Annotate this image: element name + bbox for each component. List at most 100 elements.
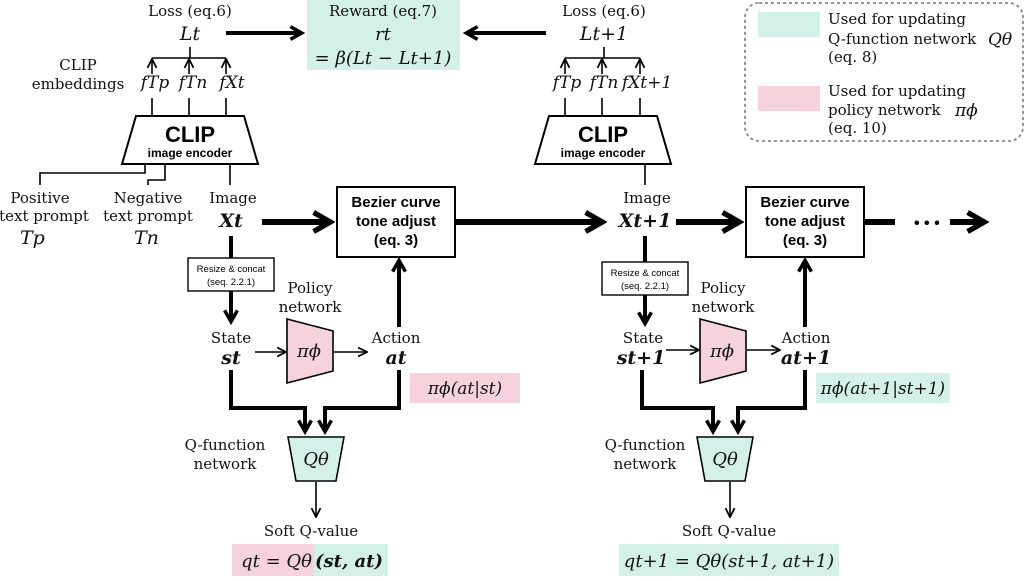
right-resize-line2: (seq. 2.2.1) [621,281,669,292]
right-ellipsis: • • • [914,215,940,232]
right-resize-box: Resize & concat (seq. 2.2.1) [601,261,689,296]
right-image-label: Image [623,189,671,207]
left-resize-box: Resize & concat (seq. 2.2.1) [187,257,275,292]
right-clip-subtitle: image encoder [561,146,646,160]
left-state-label: State [211,329,251,347]
right-loss-label: Loss (eq.6) [562,2,646,20]
right-f-x: fXt+1 [620,73,672,93]
legend-p-symbol: πϕ [954,101,978,121]
right-image-symbol: Xt+1 [618,210,672,232]
left-bezier-line3: (eq. 3) [374,232,418,249]
reward-block: Reward (eq.7) rt = β(Lt − Lt+1) [315,2,452,69]
legend: Used for updating Q-function network Qθ … [744,2,1024,142]
left-softq-pink-highlight [232,544,314,576]
left-action-to-q-arrow [325,370,401,430]
right-state-to-q-arrow [640,370,713,430]
right-clip-title: CLIP [578,122,628,147]
right-q-network: Qθ [696,436,754,482]
left-neg-prompt-line [147,164,166,185]
legend-q-line1: Used for updating [828,10,966,28]
right-policy-symbol: πϕ [709,341,734,362]
left-image-label: Image [209,189,257,207]
left-policy-network: πϕ [286,317,334,385]
left-clip-subtitle: image encoder [148,146,233,160]
legend-p-swatch [758,86,820,111]
right-bezier-box: Bezier curve tone adjust (eq. 3) [745,186,865,258]
right-loss-symbol: Lt+1 [579,23,628,45]
right-action-symbol: at+1 [781,347,831,369]
left-image-symbol: Xt [218,210,243,232]
left-softq-eq-b: (st, at) [315,551,383,572]
legend-p-line1: Used for updating [828,82,966,100]
right-policy-output: πϕ(at+1|st+1) [820,379,945,399]
right-policy-output-highlight [816,373,950,403]
left-softq-eq-a: qt = Qθ [241,551,312,572]
left-pos-prompt-line1: Positive [10,189,69,207]
left-bezier-line1: Bezier curve [351,194,440,211]
left-state-symbol: st [220,347,241,369]
left-q-symbol: Qθ [303,449,329,470]
left-f-tp: fTp [139,73,170,93]
legend-p-line2: policy network [828,101,941,119]
right-softq-label: Soft Q-value [682,522,776,540]
left-f-tn: fTn [177,73,208,93]
right-loss: Loss (eq.6) Lt+1 [562,2,646,45]
left-neg-prompt-symbol: Tn [134,227,159,249]
left-pos-prompt-line2: text prompt [0,207,89,225]
left-policy-line2: network [279,298,343,316]
left-policy-output-highlight [410,373,520,403]
left-bezier-box: Bezier curve tone adjust (eq. 3) [336,186,456,258]
right-bezier-line2: tone adjust [765,213,845,230]
right-q-symbol: Qθ [712,449,738,470]
right-policy-network: πϕ [699,317,747,385]
right-qfunc-line1: Q-function [605,436,686,454]
left-policy-output: πϕ(at|st) [427,379,502,399]
legend-q-swatch [758,12,820,37]
right-qfunc-line2: network [614,455,678,473]
left-loss-symbol: Lt [179,23,201,45]
right-action-label: Action [781,329,831,347]
left-policy-line1: Policy [288,279,334,297]
left-loss: Loss (eq.6) Lt [148,2,232,45]
legend-q-eq: (eq. 8) [828,48,877,66]
legend-q-line2: Q-function network [828,30,977,48]
reward-symbol: rt [375,24,392,45]
left-state-to-q-arrow [229,370,305,430]
right-state-symbol: st+1 [616,347,666,369]
left-softq-label: Soft Q-value [264,522,358,540]
right-f-tn: fTn [588,73,619,93]
left-qfunc-line2: network [194,455,258,473]
left-policy-symbol: πϕ [296,341,321,362]
left-q-network: Qθ [287,436,345,482]
legend-border [744,2,1024,142]
left-action-symbol: at [385,347,406,369]
left-action-label: Action [371,329,421,347]
right-action-to-q-arrow [738,370,807,430]
right-softq-highlight [619,544,839,576]
left-neg-prompt-line1: Negative [114,189,183,207]
left-clip-embeddings-line2: embeddings [32,75,125,93]
legend-q-symbol: Qθ [988,30,1012,50]
right-state-label: State [623,329,663,347]
right-softq-eq: qt+1 = Qθ(st+1, at+1) [624,551,834,572]
right-clip-encoder: CLIP image encoder [533,115,673,165]
legend-p-eq: (eq. 10) [828,119,887,137]
left-softq-green-highlight [314,544,388,576]
left-pos-prompt-symbol: Tp [20,227,45,249]
left-resize-line1: Resize & concat [197,264,266,275]
left-resize-line2: (seq. 2.2.1) [207,277,255,288]
left-bezier-line2: tone adjust [356,213,436,230]
left-loss-label: Loss (eq.6) [148,2,232,20]
reward-label: Reward (eq.7) [329,2,437,20]
left-clip-encoder: CLIP image encoder [120,115,260,165]
reward-highlight [307,0,460,70]
reward-equation: = β(Lt − Lt+1) [315,48,452,69]
right-resize-line1: Resize & concat [611,268,680,279]
right-f-tp: fTp [551,73,582,93]
right-policy-line2: network [692,298,756,316]
right-bezier-line1: Bezier curve [760,194,849,211]
left-neg-prompt-line2: text prompt [103,207,193,225]
left-f-x: fXt [217,73,244,93]
left-clip-embeddings-line1: CLIP [59,56,96,74]
